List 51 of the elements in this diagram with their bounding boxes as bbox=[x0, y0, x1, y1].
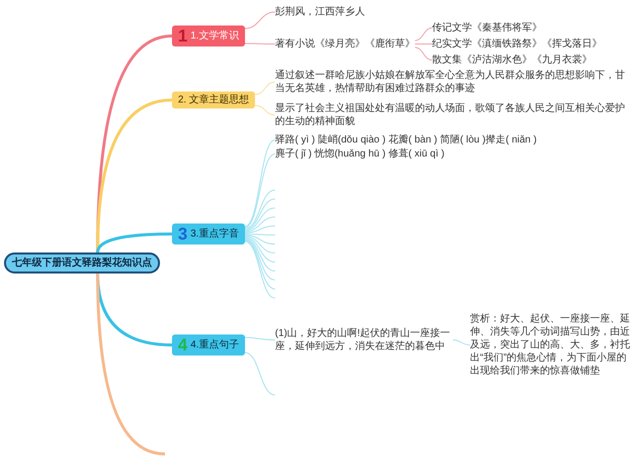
priority-number: 3 bbox=[178, 226, 188, 242]
branch-text: 驿路( yì ) 陡峭(dǒu qiào ) 花瓣( bàn ) 简陋( lòu )撵走( niǎn ) bbox=[275, 134, 537, 146]
central-topic bbox=[4, 252, 160, 274]
branch-line bbox=[244, 236, 276, 254]
branch-line bbox=[244, 216, 276, 232]
topic-box bbox=[172, 224, 245, 244]
branch-line bbox=[244, 43, 276, 44]
branch-text: 著有小说《绿月亮》《鹿衔草》 bbox=[275, 38, 415, 50]
branch-line bbox=[244, 140, 276, 227]
branch-text: 传记文学《秦基伟将军》 bbox=[432, 22, 542, 34]
branch-line bbox=[96, 273, 166, 456]
topic-label: 1.文学常识 bbox=[190, 30, 239, 42]
branch-line bbox=[452, 340, 470, 346]
topic-box bbox=[172, 92, 256, 108]
branch-line bbox=[244, 337, 276, 340]
branch-text: 麂子( jǐ ) 恍惚(huǎng hū ) 修葺( xiū qì ) bbox=[275, 148, 444, 160]
branch-text: 纪实文学《滇缅铁路祭》《挥戈落日》 bbox=[432, 38, 602, 50]
branch-line bbox=[244, 198, 276, 230]
branch-text: 彭荆风，江西萍乡人 bbox=[275, 6, 365, 18]
topic-label: 3.重点字音 bbox=[190, 228, 239, 240]
branch-text: 赏析：好大、起伏、一座接一座、延伸、消失等几个动词描写山势，由近及远，突出了山的高、大、多，衬托出“我们”的焦急心情，为下面小屋的出现给我们带来的惊喜做铺垫 bbox=[470, 312, 636, 378]
branch-text: 显示了社会主义祖国处处有温暖的动人场面，歌颂了各族人民之间互相关心爱护的生动的精神面貌 bbox=[275, 102, 630, 128]
branch-line bbox=[414, 28, 432, 41]
branch-line bbox=[244, 154, 276, 228]
branch-line bbox=[244, 240, 276, 290]
branch-line bbox=[244, 241, 276, 298]
branch-line bbox=[244, 238, 276, 280]
branch-line bbox=[244, 234, 276, 244]
branch-line bbox=[254, 82, 276, 95]
topic-box bbox=[172, 334, 245, 356]
branch-line bbox=[244, 234, 276, 236]
topic-box bbox=[172, 26, 245, 46]
priority-number: 4 bbox=[178, 336, 188, 354]
topic-label: 4.重点句子 bbox=[190, 338, 239, 352]
branch-line bbox=[244, 352, 276, 396]
branch-line bbox=[96, 232, 172, 253]
priority-number: 1 bbox=[178, 28, 188, 44]
branch-line bbox=[244, 236, 276, 262]
topic-label: 2. 文章主题思想 bbox=[178, 94, 250, 106]
branch-line bbox=[244, 238, 276, 272]
branch-line bbox=[244, 208, 276, 232]
branch-line bbox=[414, 47, 432, 60]
branch-line bbox=[244, 226, 276, 234]
branch-line bbox=[244, 190, 276, 230]
branch-text: (1)山，好大的山啊!起伏的青山一座接一座，延伸到远方，消失在迷茫的暮色中 bbox=[275, 327, 453, 353]
branch-line bbox=[96, 98, 172, 253]
central-topic-label: 七年级下册语文驿路梨花知识点 bbox=[12, 258, 152, 268]
branch-text: 散文集《泸沽湖水色》《九月衣裳》 bbox=[432, 54, 636, 66]
branch-text: 通过叙述一群哈尼族小姑娘在解放军全心全意为人民群众服务的思想影响下，甘当无名英雄，热情帮助有困难过路群众的事迹 bbox=[275, 69, 630, 95]
branch-line bbox=[254, 105, 276, 116]
branch-line bbox=[244, 12, 276, 29]
